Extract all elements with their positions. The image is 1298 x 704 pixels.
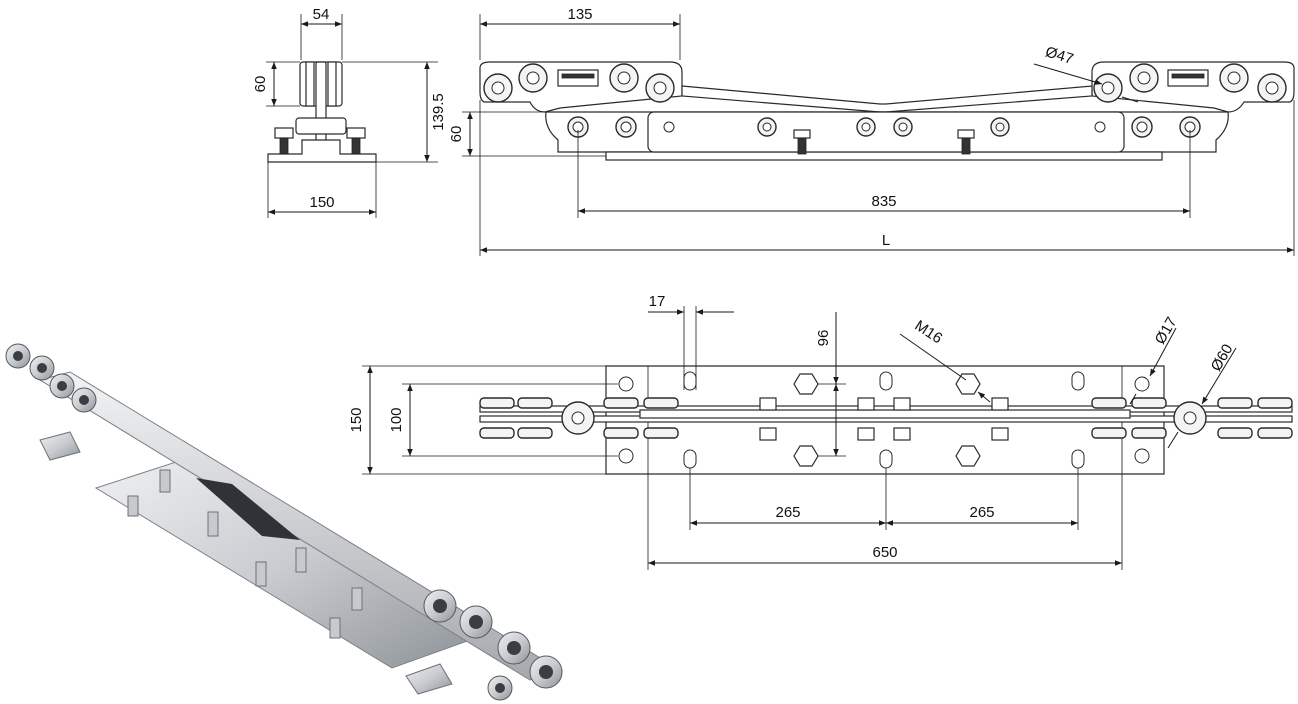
- render-center-slot: [196, 478, 300, 540]
- front-center-connector: [681, 85, 1093, 113]
- top-hole-4: [1134, 448, 1150, 464]
- top-slot-5: [1071, 371, 1085, 391]
- dim-side-total-height: 139.5: [430, 93, 447, 131]
- dim-side-wheel-height: 60: [252, 76, 269, 93]
- top-slot-6: [1071, 449, 1085, 469]
- dim-top-wheel-diameter: Ø60: [1208, 341, 1237, 374]
- top-small-nut-8: [991, 427, 1009, 441]
- dim-top-hole-diameter: Ø17: [1152, 314, 1181, 347]
- dim-top-bolt-size: M16: [912, 317, 946, 347]
- top-hole-1: [618, 376, 634, 392]
- top-left-wheels: [479, 397, 679, 439]
- top-slot-2: [683, 449, 697, 469]
- front-bolt-right: [957, 129, 975, 139]
- front-bolt-left: [793, 129, 811, 139]
- top-small-nut-7: [991, 397, 1009, 411]
- dim-front-wheel-spacing: 835: [871, 193, 896, 210]
- front-base-plate: [605, 151, 1163, 161]
- dim-side-width-top: 54: [313, 6, 330, 23]
- top-nut-1: [793, 373, 819, 395]
- side-view: 54 60 139.5 150: [252, 6, 447, 218]
- dim-top-hole-spacing: 96: [815, 330, 832, 347]
- side-hub: [295, 117, 347, 135]
- side-bolt-right: [351, 137, 361, 155]
- front-hole-8: [1094, 121, 1106, 133]
- front-mount-plate: [647, 111, 1125, 153]
- dim-front-plate-height: 60: [448, 126, 465, 143]
- dim-front-wheel-diameter: Ø47: [1043, 43, 1075, 68]
- product-render: [5, 343, 563, 701]
- top-hole-3: [1134, 376, 1150, 392]
- top-hole-2: [618, 448, 634, 464]
- dim-top-plate-length: 650: [872, 544, 897, 561]
- top-nut-4: [955, 445, 981, 467]
- top-small-nut-2: [759, 427, 777, 441]
- render-right-wheels: [423, 589, 563, 701]
- dim-front-bogie-length: 135: [567, 6, 592, 23]
- render-left-wheels: [5, 343, 97, 413]
- side-bolt-left: [279, 137, 289, 155]
- top-slot-3: [879, 371, 893, 391]
- top-nut-2: [793, 445, 819, 467]
- front-hole-3: [663, 121, 675, 133]
- render-bolts: [127, 469, 363, 639]
- render-bracket-right: [405, 663, 453, 695]
- side-wheel-right: [327, 61, 337, 107]
- top-center-bar: [639, 409, 1131, 419]
- render-main-plate: [94, 461, 472, 669]
- top-view: 17 96 M16 Ø17 Ø60 150 100: [348, 293, 1293, 570]
- dim-top-slot-width: 17: [649, 293, 666, 310]
- dim-top-slot-spacing-right: 265: [969, 504, 994, 521]
- top-small-nut-5: [893, 397, 911, 411]
- top-right-wheels: [1091, 397, 1293, 439]
- top-small-nut-4: [857, 427, 875, 441]
- side-bolt-right-head: [346, 127, 366, 139]
- top-small-nut-3: [857, 397, 875, 411]
- top-nut-3: [955, 373, 981, 395]
- front-view: 135 Ø47 60 835 L: [448, 6, 1295, 256]
- dim-top-slot-spacing-left: 265: [775, 504, 800, 521]
- top-slot-4: [879, 449, 893, 469]
- top-small-nut-1: [759, 397, 777, 411]
- dim-top-hole-row-spacing: 100: [388, 407, 405, 432]
- dim-top-plate-width: 150: [348, 407, 365, 432]
- dim-side-base-width: 150: [309, 194, 334, 211]
- side-wheel-left: [305, 61, 315, 107]
- top-small-nut-6: [893, 427, 911, 441]
- dim-front-overall-length: L: [882, 232, 890, 249]
- top-slot-1: [683, 371, 697, 391]
- side-bolt-left-head: [274, 127, 294, 139]
- render-bracket-left: [39, 431, 81, 461]
